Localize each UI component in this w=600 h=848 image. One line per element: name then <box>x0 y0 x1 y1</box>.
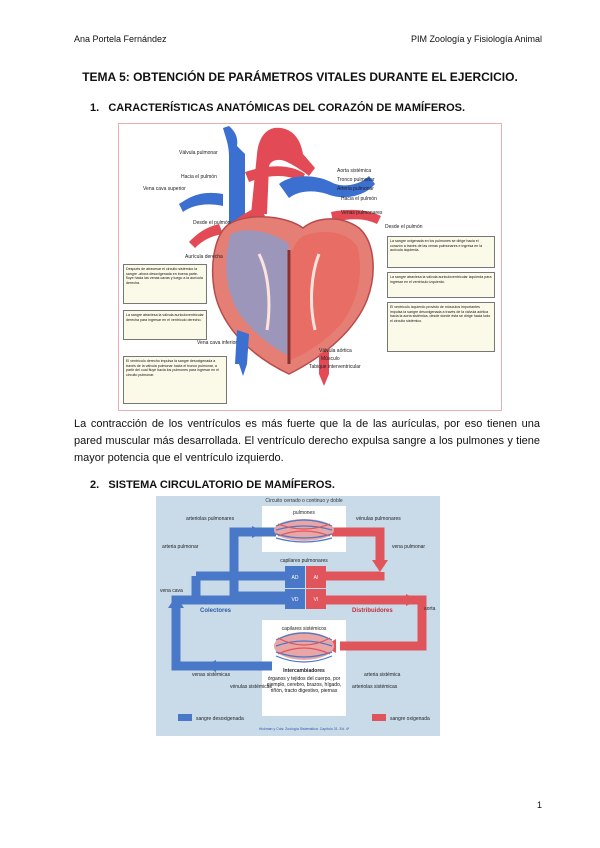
heart-svg: Aorta sistémica Tronco pulmonar Arteria … <box>143 126 423 386</box>
circ-venulas-sist: vénulas sistémicas <box>230 684 272 690</box>
circ-credit: Hickman y Cols: Zoología Sistemática. Ca… <box>259 727 350 731</box>
section-2-number: 2. <box>90 479 100 491</box>
heart-note-1: La sangre oxigenada en los pulmones se d… <box>387 236 495 268</box>
heart-note-2: La sangre atraviesa la válvula auriculov… <box>387 272 495 298</box>
label-hacia-pulmon-izq: Hacia el pulmón <box>181 174 217 180</box>
label-arteria: Arteria pulmonar <box>337 186 374 192</box>
heart-note-4: Después de atravesar el circuito sistémi… <box>123 264 207 304</box>
label-vena-sup: Vena cava superior <box>143 186 186 192</box>
circ-distribuidores: Distribuidores <box>352 608 393 614</box>
circ-art-pulm: arteriolas pulmonares <box>186 516 235 522</box>
heart-diagram: Aorta sistémica Tronco pulmonar Arteria … <box>118 123 502 411</box>
circ-vd: VD <box>292 597 299 603</box>
label-venas-pulm: Venas pulmonares <box>341 210 383 216</box>
circ-vena-cava: vena cava <box>160 588 183 594</box>
label-valvula: Válvula pulmonar <box>179 150 218 156</box>
circ-intercambiadores: Intercambiadores <box>283 668 325 674</box>
label-aorta: Aorta sistémica <box>337 168 371 174</box>
section-1-title: CARACTERÍSTICAS ANATÓMICAS DEL CORAZÓN D… <box>108 102 466 114</box>
circ-leg-desox: sangre desoxigenada <box>196 716 244 722</box>
circ-organos: órganos y tejidos del cuerpo, por ejempl… <box>266 676 342 694</box>
paragraph: La contracción de los ventrículos es más… <box>74 418 540 464</box>
label-hacia-pulmon-der: Hacia el pulmón <box>341 196 377 202</box>
circ-arteria-pulmonar: arteria pulmonar <box>162 544 199 550</box>
circ-leg-ox: sangre oxigenada <box>390 716 430 722</box>
page-title: TEMA 5: OBTENCIÓN DE PARÁMETROS VITALES … <box>82 70 518 84</box>
circ-ven-pulm: vénulas pulmonares <box>356 516 401 522</box>
label-auricula-der: Aurícula derecha <box>185 254 223 260</box>
circ-ad: AD <box>292 575 299 581</box>
section-1-number: 1. <box>90 102 100 114</box>
circ-colectores: Colectores <box>200 608 232 614</box>
circulatory-svg: Circuito cerrado o continuo y doble pulm… <box>160 498 436 731</box>
circ-ai: AI <box>314 575 319 581</box>
circ-pulmones: pulmones <box>293 510 315 516</box>
label-desde-pulmon-izq: Desde el pulmón <box>193 220 231 226</box>
label-septo: Tabique interventricular <box>309 364 361 370</box>
circ-arteria-sist: arteria sistémica <box>364 672 401 678</box>
heart-note-5: La sangre atraviesa la válvula auriculov… <box>123 310 207 340</box>
circ-cap-sist: capilares sistémicos <box>282 626 327 632</box>
section-2-heading: 2. SISTEMA CIRCULATORIO DE MAMÍFEROS. <box>90 479 335 491</box>
circ-vi: VI <box>314 597 319 603</box>
section-2-title: SISTEMA CIRCULATORIO DE MAMÍFEROS. <box>108 479 335 491</box>
circ-arteriolas-sist: arteriolas sistémicas <box>352 684 398 690</box>
section-1-heading: 1. CARACTERÍSTICAS ANATÓMICAS DEL CORAZÓ… <box>90 102 465 114</box>
heart-note-6: El ventrículo derecho impulsa la sangre … <box>123 356 227 404</box>
label-valvula-aortica: Válvula aórtica <box>319 348 352 354</box>
label-desde-pulmon-der: Desde el pulmón <box>385 224 423 230</box>
circ-cap-pulm: capilares pulmonares <box>280 558 328 564</box>
circulatory-diagram: Circuito cerrado o continuo y doble pulm… <box>156 496 440 736</box>
circ-vena-pulmonar: vena pulmonar <box>392 544 425 550</box>
header-course: PIM Zoología y Fisiología Animal <box>410 34 542 44</box>
page-number: 1 <box>536 800 542 810</box>
circ-aorta: aorta <box>424 606 436 612</box>
label-musculo: Músculo <box>321 356 340 362</box>
circ-title: Circuito cerrado o continuo y doble <box>265 498 342 504</box>
header-author: Ana Portela Fernández <box>74 34 167 44</box>
heart-note-3: El ventrículo izquierdo provisto de músc… <box>387 302 495 352</box>
label-vena-inf: Vena cava inferior <box>197 340 237 346</box>
circ-venas-sist: venas sistémicas <box>192 672 231 678</box>
label-tronco: Tronco pulmonar <box>337 177 375 183</box>
